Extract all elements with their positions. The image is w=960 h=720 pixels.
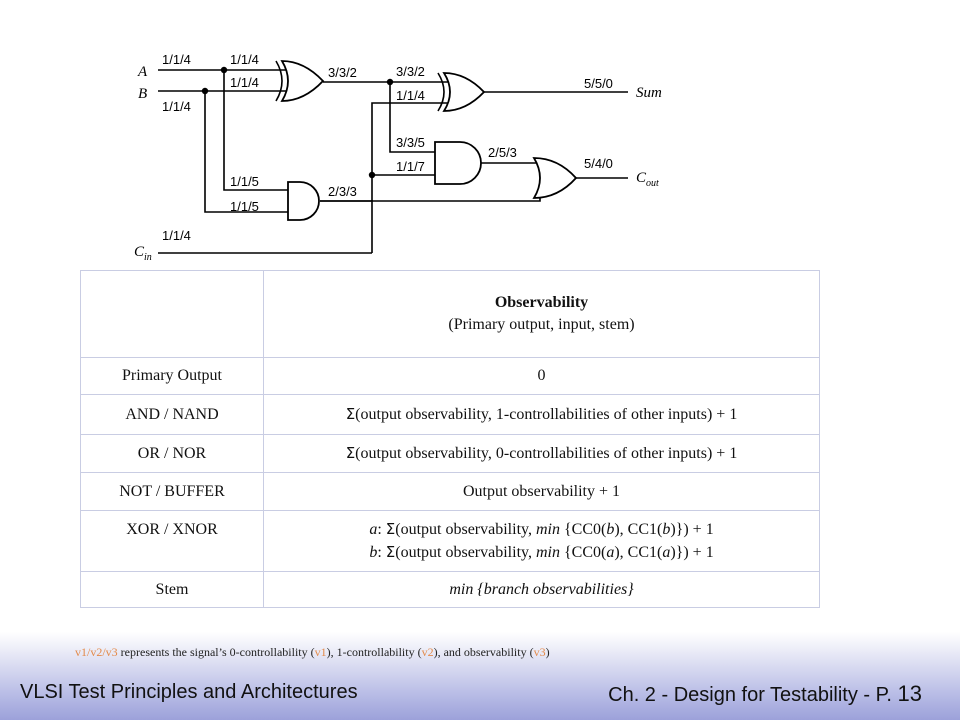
observability-table: Observability (Primary output, input, st… <box>80 270 820 608</box>
rule-cell: Σ(output observability, 1-controllabilit… <box>263 394 820 435</box>
xor-rule-line-b: b: Σ(output observability, min {CC0(a), … <box>369 543 714 561</box>
page-number: 13 <box>897 681 922 706</box>
label-xor1-branch-xor2: 3/3/2 <box>396 64 425 79</box>
table-row: AND / NAND Σ(output observability, 1-con… <box>80 394 820 435</box>
label-a-stem: 1/1/4 <box>162 52 191 67</box>
and-gate-2 <box>434 141 482 185</box>
label-b-branch-and: 1/1/5 <box>230 199 259 214</box>
label-cin-branch-xor2: 1/1/4 <box>396 88 425 103</box>
header-cell: Observability (Primary output, input, st… <box>263 270 820 358</box>
input-a-label: A <box>137 64 148 80</box>
table-row: OR / NOR Σ(output observability, 0-contr… <box>80 434 820 473</box>
footnote: v1/v2/v3 represents the signal’s 0-contr… <box>75 645 550 659</box>
gate-type-cell: Primary Output <box>80 357 264 395</box>
output-sum-label: Sum <box>636 85 662 101</box>
gate-type-cell: XOR / XNOR <box>80 510 264 572</box>
label-b-stem: 1/1/4 <box>162 99 191 114</box>
xor-gate-1 <box>275 60 325 102</box>
table-row: NOT / BUFFER Output observability + 1 <box>80 472 820 511</box>
junction-dot <box>201 87 209 95</box>
label-sum-out: 5/5/0 <box>584 76 613 91</box>
label-xor1-out: 3/3/2 <box>328 65 357 80</box>
label-and2-out: 2/5/3 <box>488 145 517 160</box>
footer-course-title: VLSI Test Principles and Architectures <box>20 681 358 703</box>
table-header-row: Observability (Primary output, input, st… <box>80 270 820 358</box>
label-a-branch-and: 1/1/5 <box>230 174 259 189</box>
header-subtitle: (Primary output, input, stem) <box>448 316 635 333</box>
output-cout-label: Cout <box>636 170 659 189</box>
label-cin-branch-and2: 1/1/7 <box>396 159 425 174</box>
junction-dot <box>368 171 376 179</box>
rule-cell: a: Σ(output observability, min {CC0(b), … <box>263 510 820 572</box>
circuit-wires <box>158 69 628 254</box>
rule-cell: 0 <box>263 357 820 395</box>
label-b-branch-xor: 1/1/4 <box>230 75 259 90</box>
input-b-label: B <box>138 86 147 102</box>
table-row: Primary Output 0 <box>80 357 820 395</box>
gate-type-cell: NOT / BUFFER <box>80 472 264 511</box>
full-adder-circuit: A B Cin Sum Cout 1/1/4 1/1/4 1/1/4 1/1/4… <box>134 52 662 263</box>
input-cin-label: Cin <box>134 244 152 263</box>
label-cout-out: 5/4/0 <box>584 156 613 171</box>
header-title: Observability <box>494 294 589 311</box>
xor-gate-2 <box>437 72 486 112</box>
rule-cell: min {branch observabilities} <box>263 571 820 608</box>
xor-rule-line-a: a: Σ(output observability, min {CC0(b), … <box>369 520 714 538</box>
table-row: Stem min {branch observabilities} <box>80 571 820 608</box>
rule-cell: Output observability + 1 <box>263 472 820 511</box>
gate-type-cell: AND / NAND <box>80 394 264 435</box>
gate-type-cell: OR / NOR <box>80 434 264 473</box>
table-row: XOR / XNOR a: Σ(output observability, mi… <box>80 510 820 572</box>
junction-dot <box>386 78 394 86</box>
label-a-branch-xor: 1/1/4 <box>230 52 259 67</box>
label-xor1-branch-and2: 3/3/5 <box>396 135 425 150</box>
header-empty-cell <box>80 270 264 358</box>
and-gate-1 <box>287 181 320 221</box>
gate-type-cell: Stem <box>80 571 264 608</box>
rule-cell: Σ(output observability, 0-controllabilit… <box>263 434 820 473</box>
footer-chapter-page: Ch. 2 - Design for Testability - P. 13 <box>608 681 922 706</box>
or-gate <box>532 157 578 199</box>
junction-dot <box>220 66 228 74</box>
label-and1-out: 2/3/3 <box>328 184 357 199</box>
label-cin-stem: 1/1/4 <box>162 228 191 243</box>
